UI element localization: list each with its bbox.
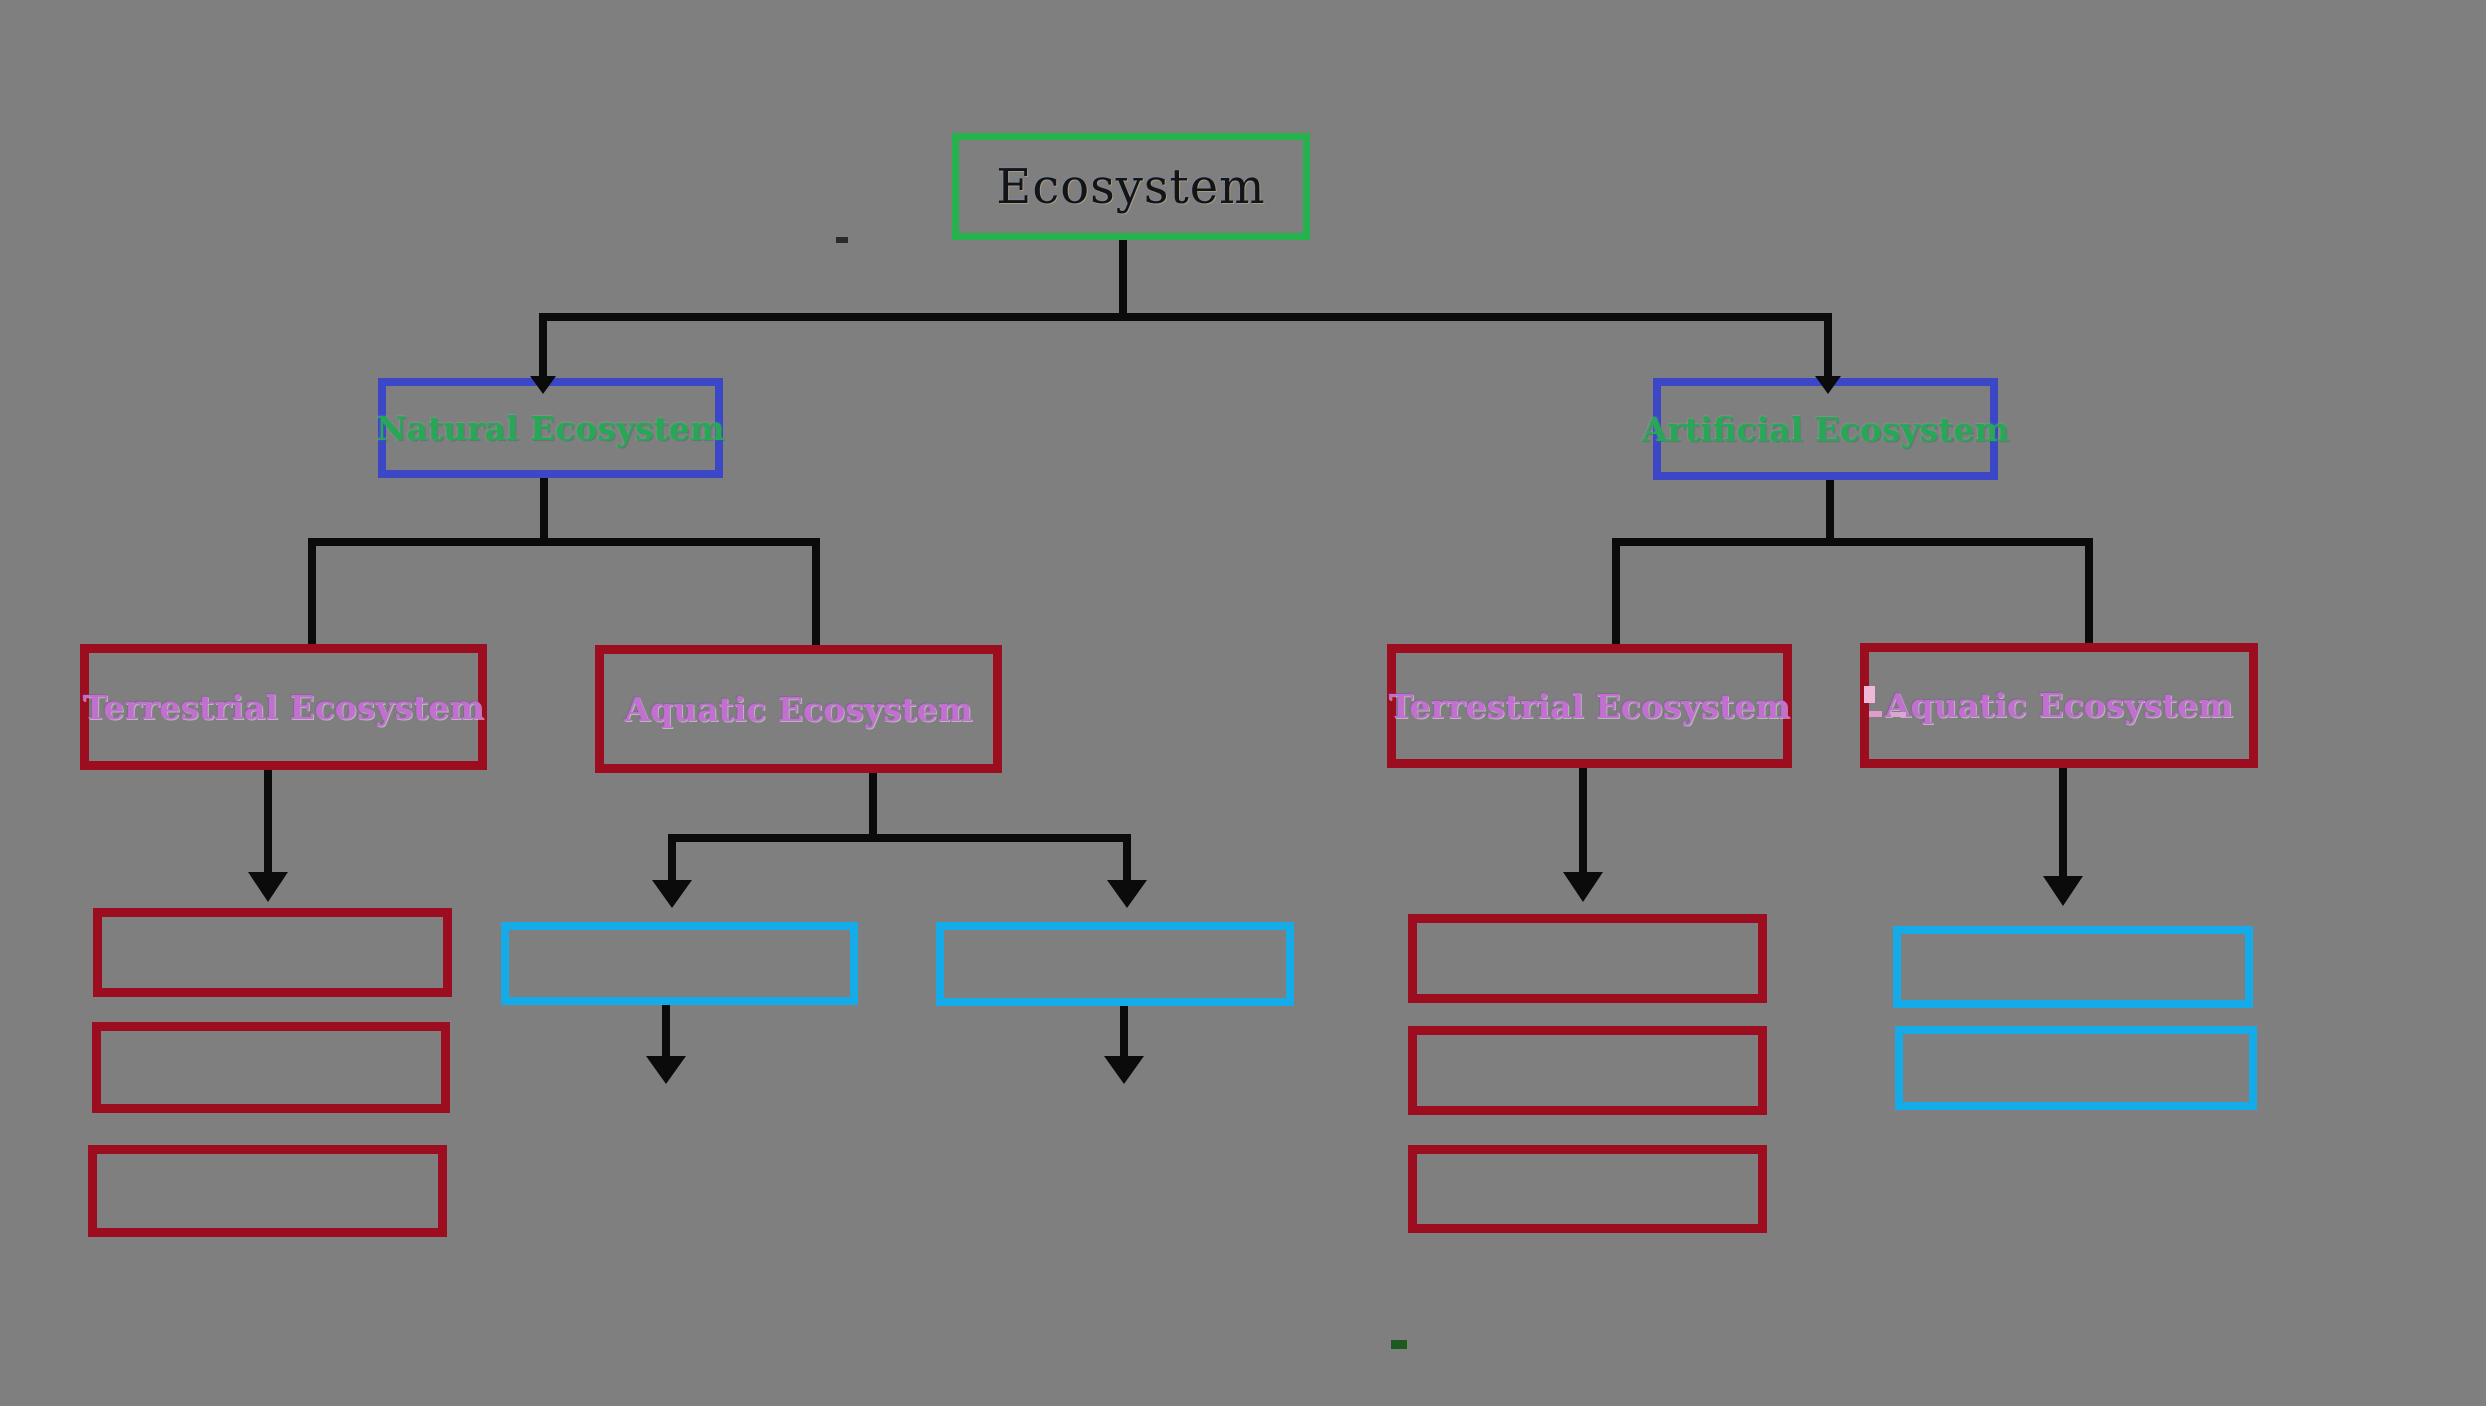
connector-root-vertical xyxy=(1119,234,1127,321)
arrow-natural-aquatic-splitter xyxy=(668,834,1131,842)
arrow-below-cyan-box-1-stem xyxy=(662,1002,670,1058)
artificial-aquatic-box: Aquatic Ecosystem xyxy=(1860,643,2258,768)
connector-natural-splitter xyxy=(308,538,820,546)
natural-terrestrial-label: Terrestrial Ecosystem xyxy=(82,687,485,727)
ecosystem-label: Ecosystem xyxy=(996,158,1266,215)
connector-top-horizontal xyxy=(539,313,1832,321)
stray-pink-mark-2 xyxy=(1869,711,1882,717)
stray-pink-mark-3 xyxy=(1891,712,1906,717)
artificial-aquatic-child-box-2 xyxy=(1895,1026,2257,1110)
arrow-aquatic-left-head xyxy=(652,880,692,908)
connector-artificial-vertical xyxy=(1826,476,1834,542)
stray-pink-mark-1 xyxy=(1864,686,1875,703)
natural-aquatic-box: Aquatic Ecosystem xyxy=(595,645,1002,773)
arrow-natural-aquatic-stem xyxy=(869,766,877,842)
connector-natural-right-drop xyxy=(812,538,820,650)
natural-aquatic-child-box-1 xyxy=(501,922,858,1005)
arrow-artificial-terrestrial-head xyxy=(1563,872,1603,902)
artificial-aquatic-label: Aquatic Ecosystem xyxy=(1884,686,2234,725)
arrow-natural-terrestrial-head xyxy=(248,872,288,902)
arrow-aquatic-right-head xyxy=(1107,880,1147,908)
natural-aquatic-child-box-2 xyxy=(936,922,1294,1006)
natural-ecosystem-label: Natural Ecosystem xyxy=(376,408,725,448)
arrow-head-artificial xyxy=(1815,376,1841,394)
artificial-terrestrial-child-box-3 xyxy=(1408,1145,1767,1233)
arrow-artificial-terrestrial-stem xyxy=(1579,762,1587,874)
arrow-aquatic-left-stem xyxy=(668,834,676,884)
connector-top-right-drop xyxy=(1824,313,1832,382)
arrow-natural-terrestrial-stem xyxy=(264,764,272,876)
natural-terrestrial-child-box-3 xyxy=(88,1145,447,1237)
connector-artificial-right-drop xyxy=(2085,538,2093,650)
arrow-below-cyan-box-2-head xyxy=(1104,1056,1144,1084)
arrow-head-natural xyxy=(530,376,556,394)
artificial-terrestrial-box: Terrestrial Ecosystem xyxy=(1387,644,1792,768)
connector-artificial-splitter xyxy=(1612,538,2093,546)
stray-mark-bottom xyxy=(1391,1340,1407,1349)
natural-terrestrial-child-box-1 xyxy=(93,908,452,997)
arrow-artificial-aquatic-stem xyxy=(2059,762,2067,878)
natural-aquatic-label: Aquatic Ecosystem xyxy=(624,689,973,729)
arrow-below-cyan-box-1-head xyxy=(646,1056,686,1084)
connector-natural-vertical xyxy=(540,474,548,542)
artificial-terrestrial-child-box-1 xyxy=(1408,914,1767,1003)
artificial-terrestrial-label: Terrestrial Ecosystem xyxy=(1388,686,1791,726)
stray-mark-near-root xyxy=(836,237,848,243)
ecosystem-box: Ecosystem xyxy=(952,133,1310,240)
arrow-below-cyan-box-2-stem xyxy=(1120,1002,1128,1058)
artificial-ecosystem-label: Artificial Ecosystem xyxy=(1641,409,2010,449)
artificial-terrestrial-child-box-2 xyxy=(1408,1026,1767,1115)
arrow-aquatic-right-stem xyxy=(1123,834,1131,884)
artificial-aquatic-child-box-1 xyxy=(1893,926,2253,1008)
connector-natural-left-drop xyxy=(308,538,316,650)
natural-terrestrial-child-box-2 xyxy=(92,1022,450,1113)
connector-top-left-drop xyxy=(539,313,547,382)
arrow-artificial-aquatic-head xyxy=(2043,876,2083,906)
connector-artificial-left-drop xyxy=(1612,538,1620,650)
natural-terrestrial-box: Terrestrial Ecosystem xyxy=(80,644,487,770)
